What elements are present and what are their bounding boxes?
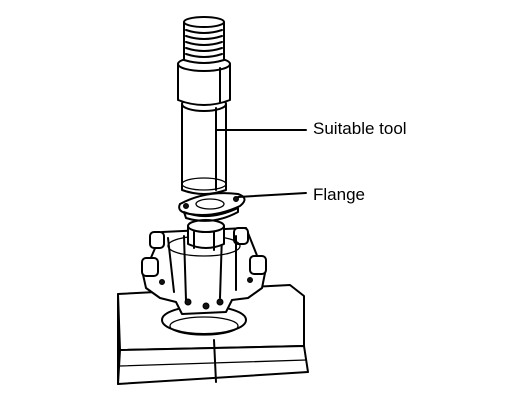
flange [178,192,246,222]
shaft-hub [187,219,225,251]
suitable-tool [177,16,231,195]
pump-housing [141,227,267,336]
flange-leader-line [237,192,307,198]
suitable-tool-label: Suitable tool [313,119,407,138]
flange-label: Flange [313,185,365,204]
